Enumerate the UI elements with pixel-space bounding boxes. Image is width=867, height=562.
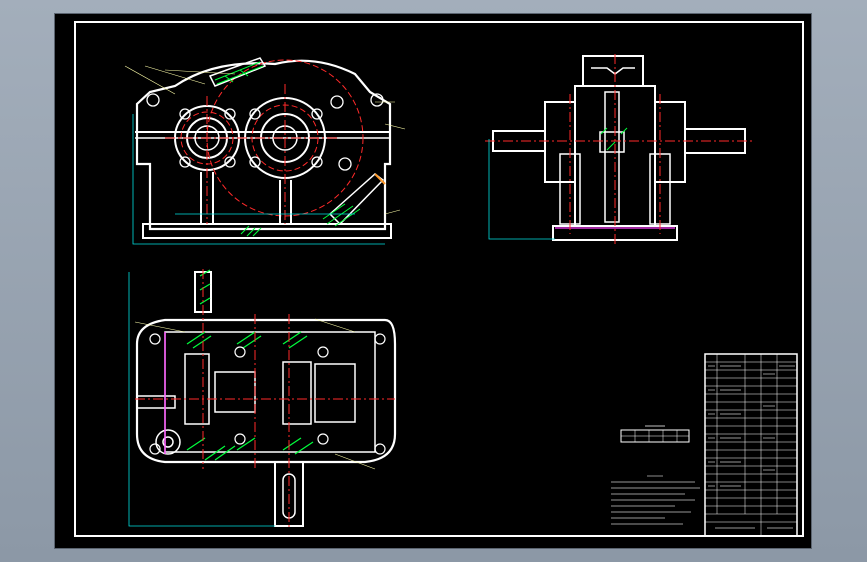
title-block <box>704 353 798 537</box>
front-view <box>124 57 406 245</box>
characteristics-table <box>620 425 690 443</box>
side-view <box>485 54 755 244</box>
drawing-sheet <box>55 14 811 548</box>
cad-drawing <box>74 21 804 537</box>
technical-notes <box>611 475 700 525</box>
drawing-frame <box>74 21 804 537</box>
top-view <box>128 269 397 529</box>
